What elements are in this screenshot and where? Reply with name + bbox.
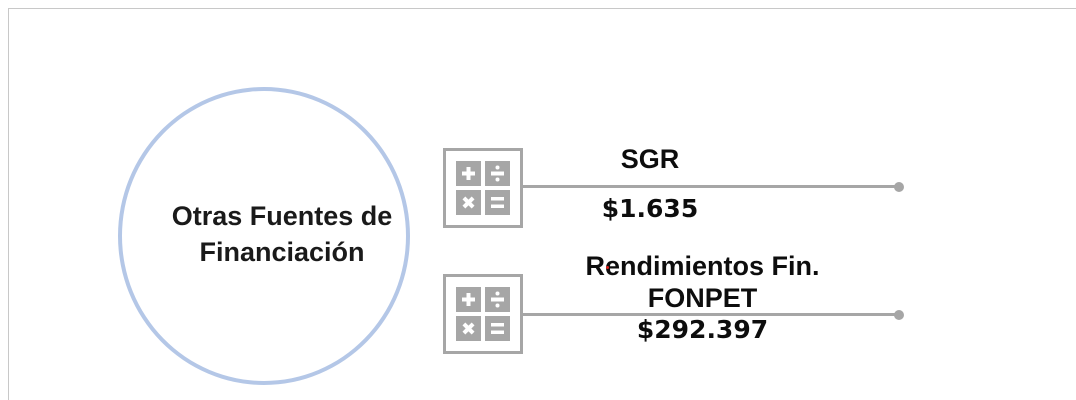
canvas-frame bbox=[8, 8, 1076, 400]
branch-connector-line bbox=[523, 181, 904, 192]
branch-value-fonpet: $292.397 bbox=[636, 315, 769, 344]
calculator-icon bbox=[443, 148, 523, 228]
central-node-circle: Otras Fuentes de Financiación bbox=[118, 87, 410, 385]
central-node-title: Otras Fuentes de Financiación bbox=[171, 201, 393, 267]
branch-value-sgr: $1.635 bbox=[601, 194, 699, 223]
connector-end-dot bbox=[894, 181, 904, 192]
branch-connector-line bbox=[523, 309, 904, 320]
red-dot-mark bbox=[606, 266, 609, 269]
connector-end-dot bbox=[894, 309, 904, 320]
branch-label-sgr: SGR bbox=[620, 144, 680, 174]
branch-label-fonpet: Rendimientos Fin. FONPET bbox=[585, 251, 820, 313]
calculator-icon bbox=[443, 274, 523, 354]
